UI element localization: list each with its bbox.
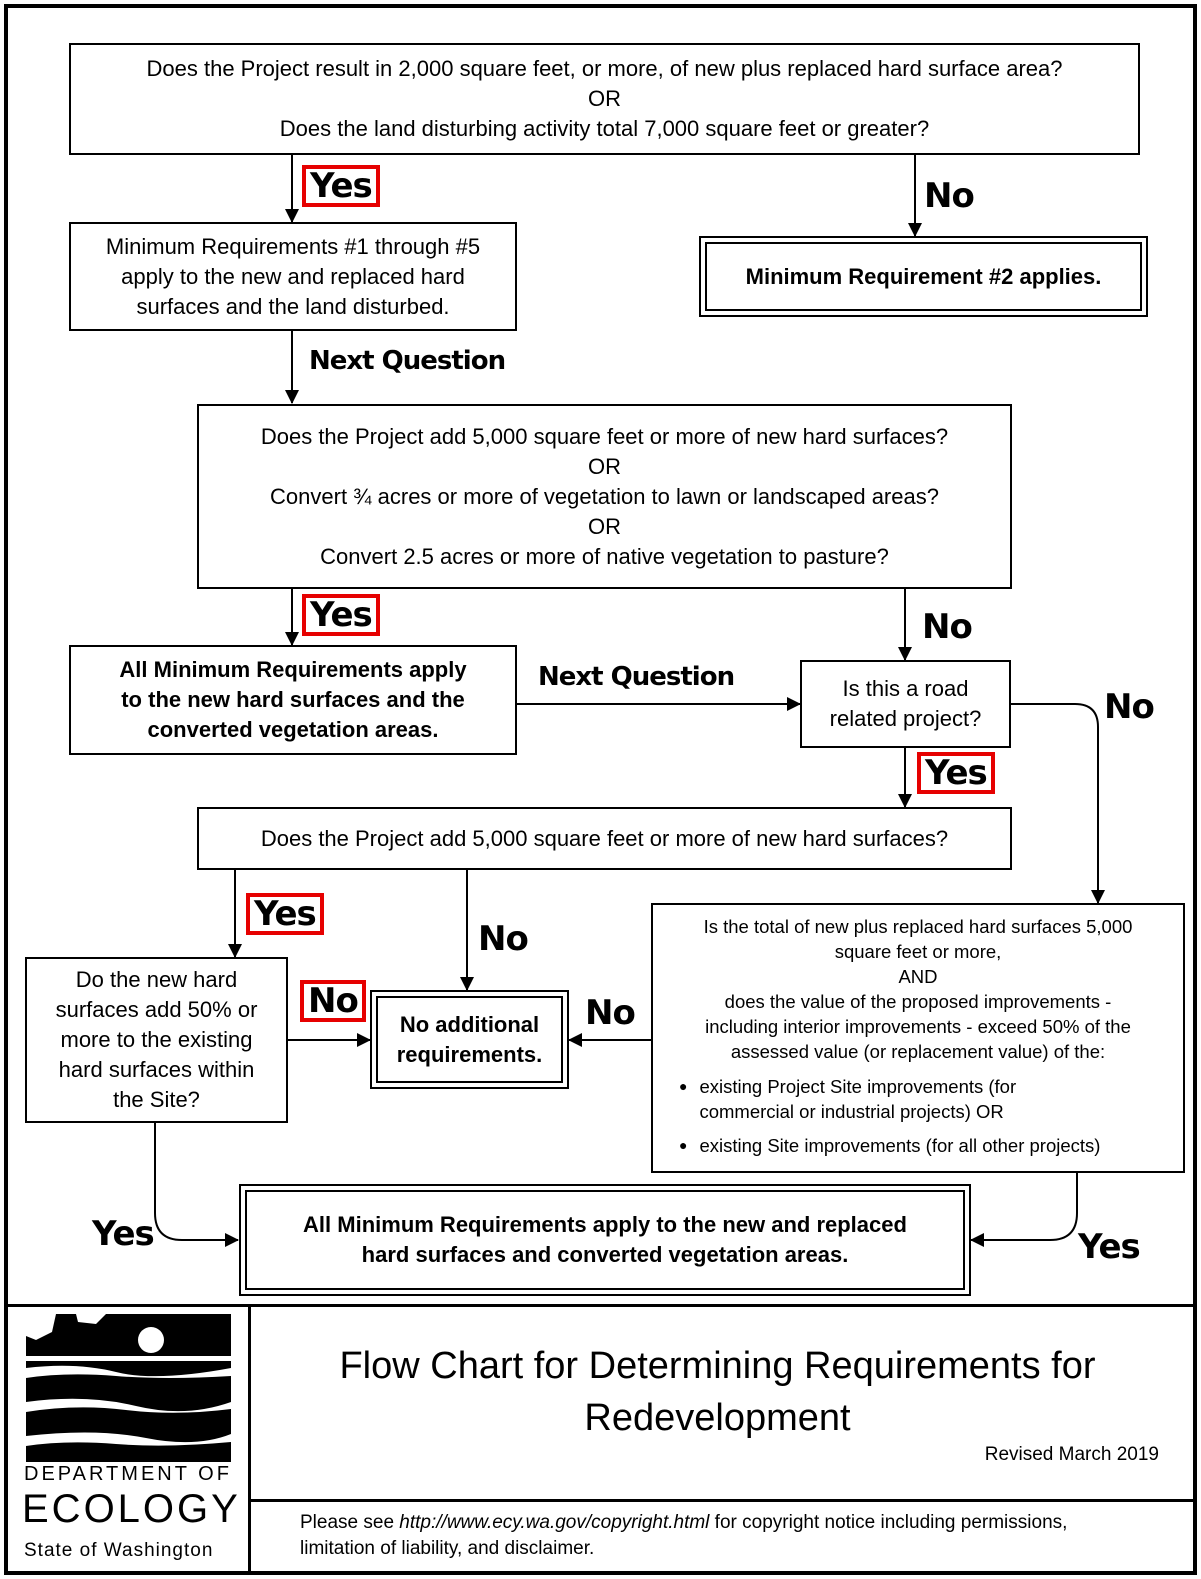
label-next-question: Next Question — [538, 662, 735, 692]
bullet-item: ● existing Project Site improvements (fo… — [679, 1076, 1017, 1122]
question-road-project: Is this a road related project? — [800, 660, 1011, 748]
label-no: No — [478, 919, 529, 959]
label-next-question: Next Question — [309, 346, 506, 376]
page-frame — [4, 4, 1197, 1575]
arrow-q4-yes — [154, 1122, 239, 1247]
bullet-list: ● existing Project Site improvements (fo… — [679, 1074, 1100, 1158]
logo-state-text: State of Washington — [24, 1540, 214, 1561]
arrow-road-no — [1010, 703, 1105, 904]
question-50-percent-existing: Do the new hard surfaces add 50% or more… — [25, 957, 288, 1123]
label-yes-highlighted: Yes — [302, 594, 380, 636]
label-yes: Yes — [92, 1214, 155, 1254]
result-all-requirements-new-surfaces: All Minimum Requirements apply to the ne… — [69, 645, 517, 755]
question-total-surfaces-and-value: Is the total of new plus replaced hard s… — [651, 903, 1185, 1173]
ecology-logo-icon — [26, 1314, 231, 1462]
copyright-link[interactable]: http://www.ecy.wa.gov/copyright.html — [399, 1512, 710, 1533]
logo-department-text: DEPARTMENT OF — [24, 1463, 232, 1485]
question-hard-surface-2000: Does the Project result in 2,000 square … — [69, 43, 1140, 155]
footer-notice-divider — [248, 1499, 1193, 1502]
arrow-q5-yes — [970, 1172, 1078, 1247]
label-no-highlighted: No — [300, 980, 366, 1022]
label-yes: Yes — [1078, 1227, 1141, 1267]
label-no: No — [585, 993, 636, 1033]
bullet-dot: ● — [679, 1137, 688, 1153]
result-no-additional-requirements: No additional requirements. — [370, 990, 569, 1089]
label-yes-highlighted: Yes — [917, 752, 995, 794]
result-all-requirements-new-and-replaced: All Minimum Requirements apply to the ne… — [239, 1184, 971, 1296]
footer-vertical-divider — [248, 1304, 251, 1571]
result-minimum-requirement-2: Minimum Requirement #2 applies. — [699, 236, 1148, 317]
label-yes-highlighted: Yes — [302, 165, 380, 207]
label-no: No — [924, 176, 975, 216]
bullet-dot: ● — [679, 1078, 688, 1094]
result-minimum-requirements-1-5: Minimum Requirements #1 through #5 apply… — [69, 222, 517, 331]
label-no: No — [922, 607, 973, 647]
footer-divider — [8, 1304, 1193, 1307]
bullet-item: ● existing Site improvements (for all ot… — [679, 1135, 1101, 1156]
label-yes-highlighted: Yes — [246, 893, 324, 935]
label-no: No — [1104, 687, 1155, 727]
chart-title: Flow Chart for Determining Requirements … — [339, 1345, 1096, 1439]
copyright-notice: Please see http://www.ecy.wa.gov/copyrig… — [300, 1512, 1068, 1559]
revised-date: Revised March 2019 — [984, 1444, 1159, 1465]
logo-ecology-text: ECOLOGY — [22, 1487, 241, 1531]
question-new-hard-surfaces-5000: Does the Project add 5,000 square feet o… — [197, 807, 1012, 870]
question-new-hard-surfaces-or-conversion: Does the Project add 5,000 square feet o… — [197, 404, 1012, 589]
